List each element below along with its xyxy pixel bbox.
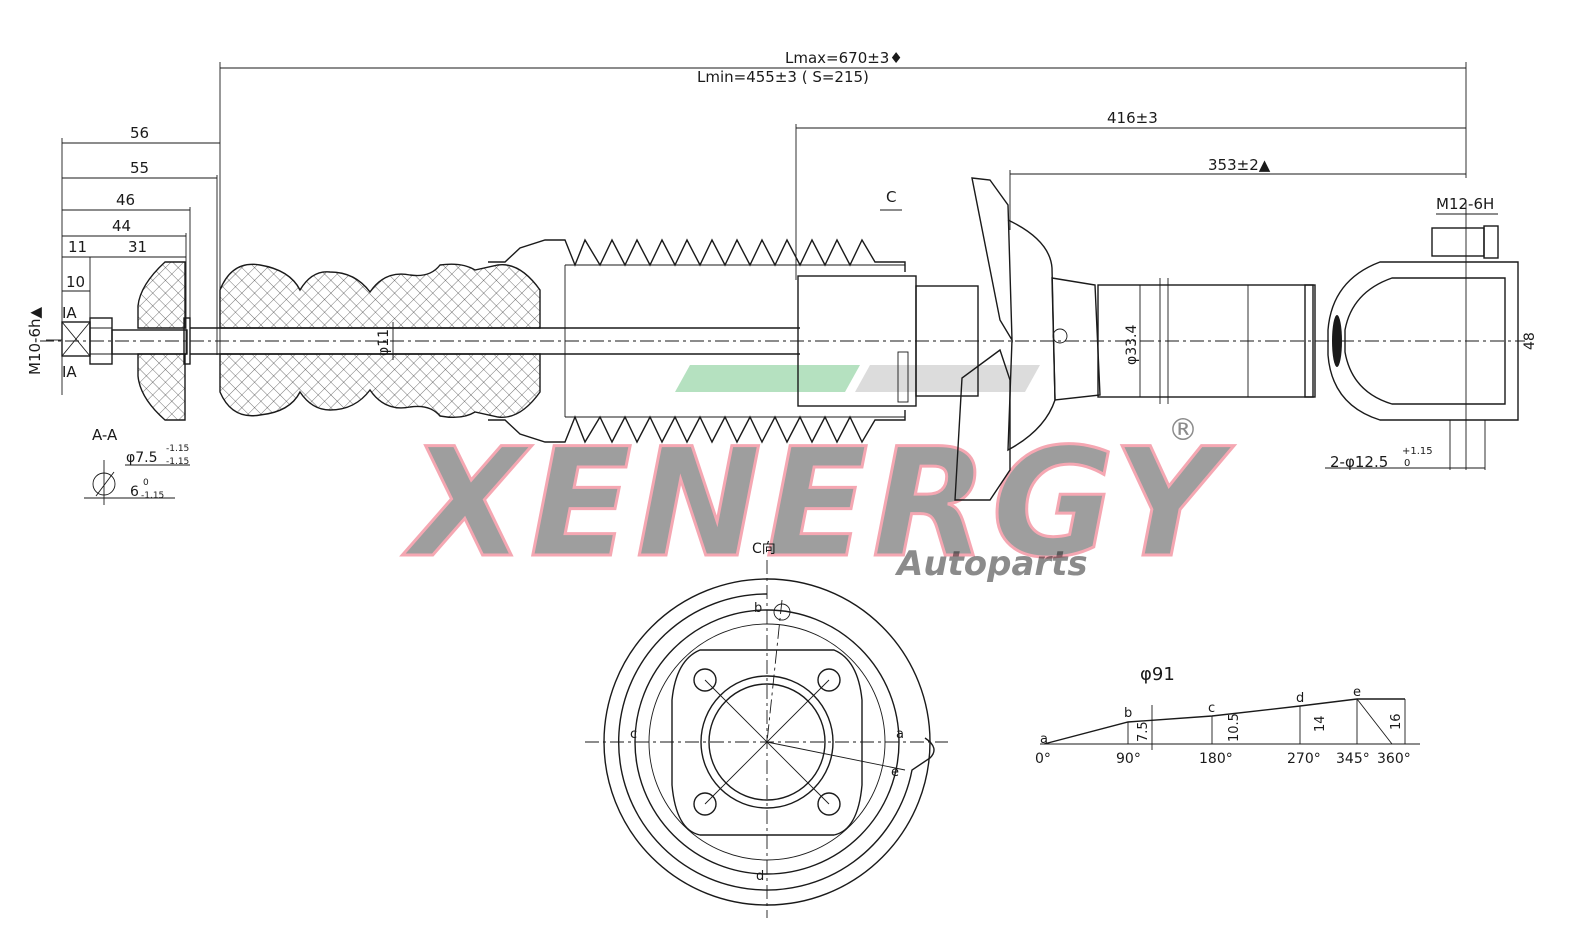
thread-bottom-label: M12-6H	[1436, 195, 1494, 213]
profile-development: φ91 a b c d e 7.5 10.5 14 16 0° 90° 180°…	[1035, 664, 1420, 767]
profile-angle-180: 180°	[1199, 751, 1233, 767]
aa-width-tol-sub: -1.15	[141, 491, 164, 501]
dim-lmax: Lmax=670±3♦	[785, 49, 903, 67]
thread-top-label: M10-6h▲	[26, 307, 44, 375]
profile-angle-270: 270°	[1287, 751, 1321, 767]
aa-width: 6	[130, 484, 139, 500]
profile-angle-90: 90°	[1116, 751, 1141, 767]
spring-seat	[797, 177, 1101, 501]
profile-height-4: 16	[1389, 713, 1404, 730]
body-diameter-label: φ33.4	[1124, 325, 1140, 366]
damper-body: φ33.4	[1097, 278, 1316, 404]
dim-44: 44	[112, 217, 131, 235]
marker-c: C	[886, 188, 896, 206]
bolt-tol-sub: 0	[1404, 458, 1410, 469]
profile-angle-345: 345°	[1336, 751, 1370, 767]
label-ia-top: IA	[62, 304, 77, 322]
bolt-tol-sup: +1.15	[1402, 446, 1433, 457]
view-c-title: C向	[752, 541, 776, 557]
dim-10: 10	[66, 273, 85, 291]
watermark-brand: XENERGY	[402, 417, 1235, 591]
profile-title: φ91	[1140, 664, 1175, 685]
rod-diameter-label: φ11	[376, 329, 392, 356]
watermark-stripe-gray	[855, 365, 1040, 392]
dim-46: 46	[116, 191, 135, 209]
profile-point-b: b	[1124, 706, 1132, 721]
label-ia-bottom: IA	[62, 363, 77, 381]
dim-416: 416±3	[1107, 109, 1158, 127]
profile-point-e: e	[1353, 685, 1361, 700]
watermark-sub: Autoparts	[894, 544, 1088, 584]
watermark: XENERGY ® Autoparts	[401, 365, 1235, 593]
aa-dia-tol-sup: -1.15	[166, 444, 189, 454]
dim-31: 31	[128, 238, 147, 256]
bump-stop	[137, 261, 541, 421]
eye-width-label: 48	[1522, 332, 1538, 350]
profile-height-1: 7.5	[1136, 721, 1151, 742]
bolt-holes-label: 2-φ12.5	[1330, 453, 1388, 471]
bottom-eye: M12-6H 48 2-φ12.5 +1.15 0	[1325, 195, 1538, 471]
profile-point-d: d	[1296, 691, 1304, 706]
left-dimensions: 56 55 46 44 11 31 10 IA IA M10-6h▲	[26, 124, 220, 395]
overall-dimensions: Lmax=670±3♦ Lmin=455±3 ( S=215) 416±3 35…	[219, 49, 1467, 355]
section-aa: A-A φ7.5 -1.15 -1.15 6 0 -1.15	[84, 426, 190, 505]
view-c-point-e: e	[891, 765, 899, 780]
dim-lmin: Lmin=455±3 ( S=215)	[697, 68, 869, 86]
profile-height-3: 14	[1313, 715, 1328, 732]
dust-boot	[488, 238, 906, 444]
view-c: C向 b c a e d	[585, 541, 948, 918]
view-c-point-d: d	[756, 869, 764, 884]
view-c-point-c: c	[630, 727, 637, 742]
profile-angle-360: 360°	[1377, 751, 1411, 767]
profile-point-a: a	[1040, 732, 1048, 747]
dim-11: 11	[68, 238, 87, 256]
profile-angle-0: 0°	[1035, 751, 1051, 767]
dim-55: 55	[130, 159, 149, 177]
view-c-point-a: a	[896, 727, 904, 742]
profile-point-c: c	[1208, 701, 1215, 716]
section-aa-title: A-A	[92, 426, 118, 444]
profile-height-2: 10.5	[1227, 713, 1242, 742]
dim-56: 56	[130, 124, 149, 142]
aa-width-tol-sup: 0	[143, 478, 149, 488]
dim-353: 353±2▲	[1208, 156, 1271, 174]
aa-dia-tol-sub: -1.15	[166, 457, 189, 467]
watermark-registered: ®	[1168, 413, 1198, 448]
watermark-stripe-green	[675, 365, 860, 392]
aa-dia: φ7.5	[126, 450, 158, 466]
view-c-point-b: b	[754, 601, 762, 616]
